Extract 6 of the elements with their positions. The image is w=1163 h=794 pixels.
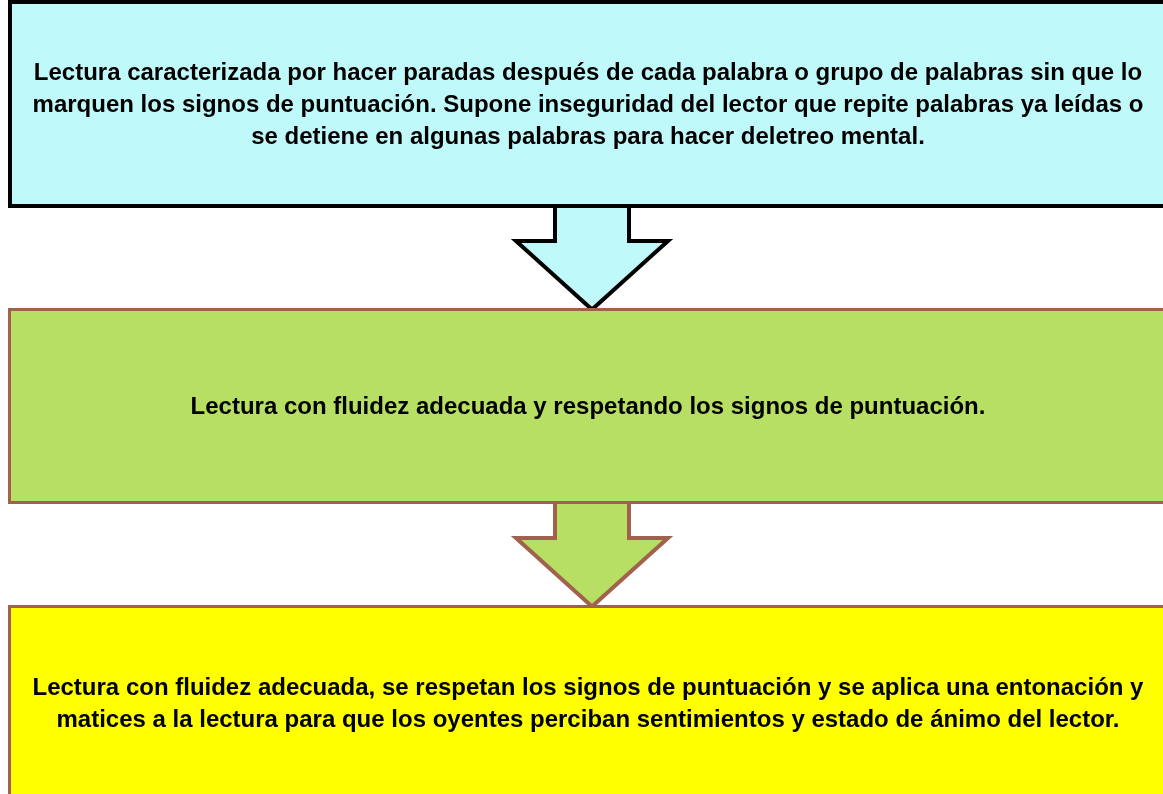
- box-text: Lectura caracterizada por hacer paradas después de cada palabra o grupo de palabras sin que lo marquen los signos de puntuación. Supone inseguridad del lector que repite palabras ya leídas o se detiene en algunas palabras para hacer deletreo mental.: [31, 57, 1145, 151]
- process-box: [8, 0, 1163, 208]
- process-box: [8, 308, 1163, 504]
- box-text: Lectura con fluidez adecuada, se respetan los signos de puntuación y se aplica una entonación y matices a la lectura para que los oyentes perciban sentimientos y estado de ánimo del lector.: [31, 671, 1145, 734]
- box-text: Lectura con fluidez adecuada y respetando los signos de puntuación.: [189, 391, 987, 422]
- process-box: [8, 605, 1163, 794]
